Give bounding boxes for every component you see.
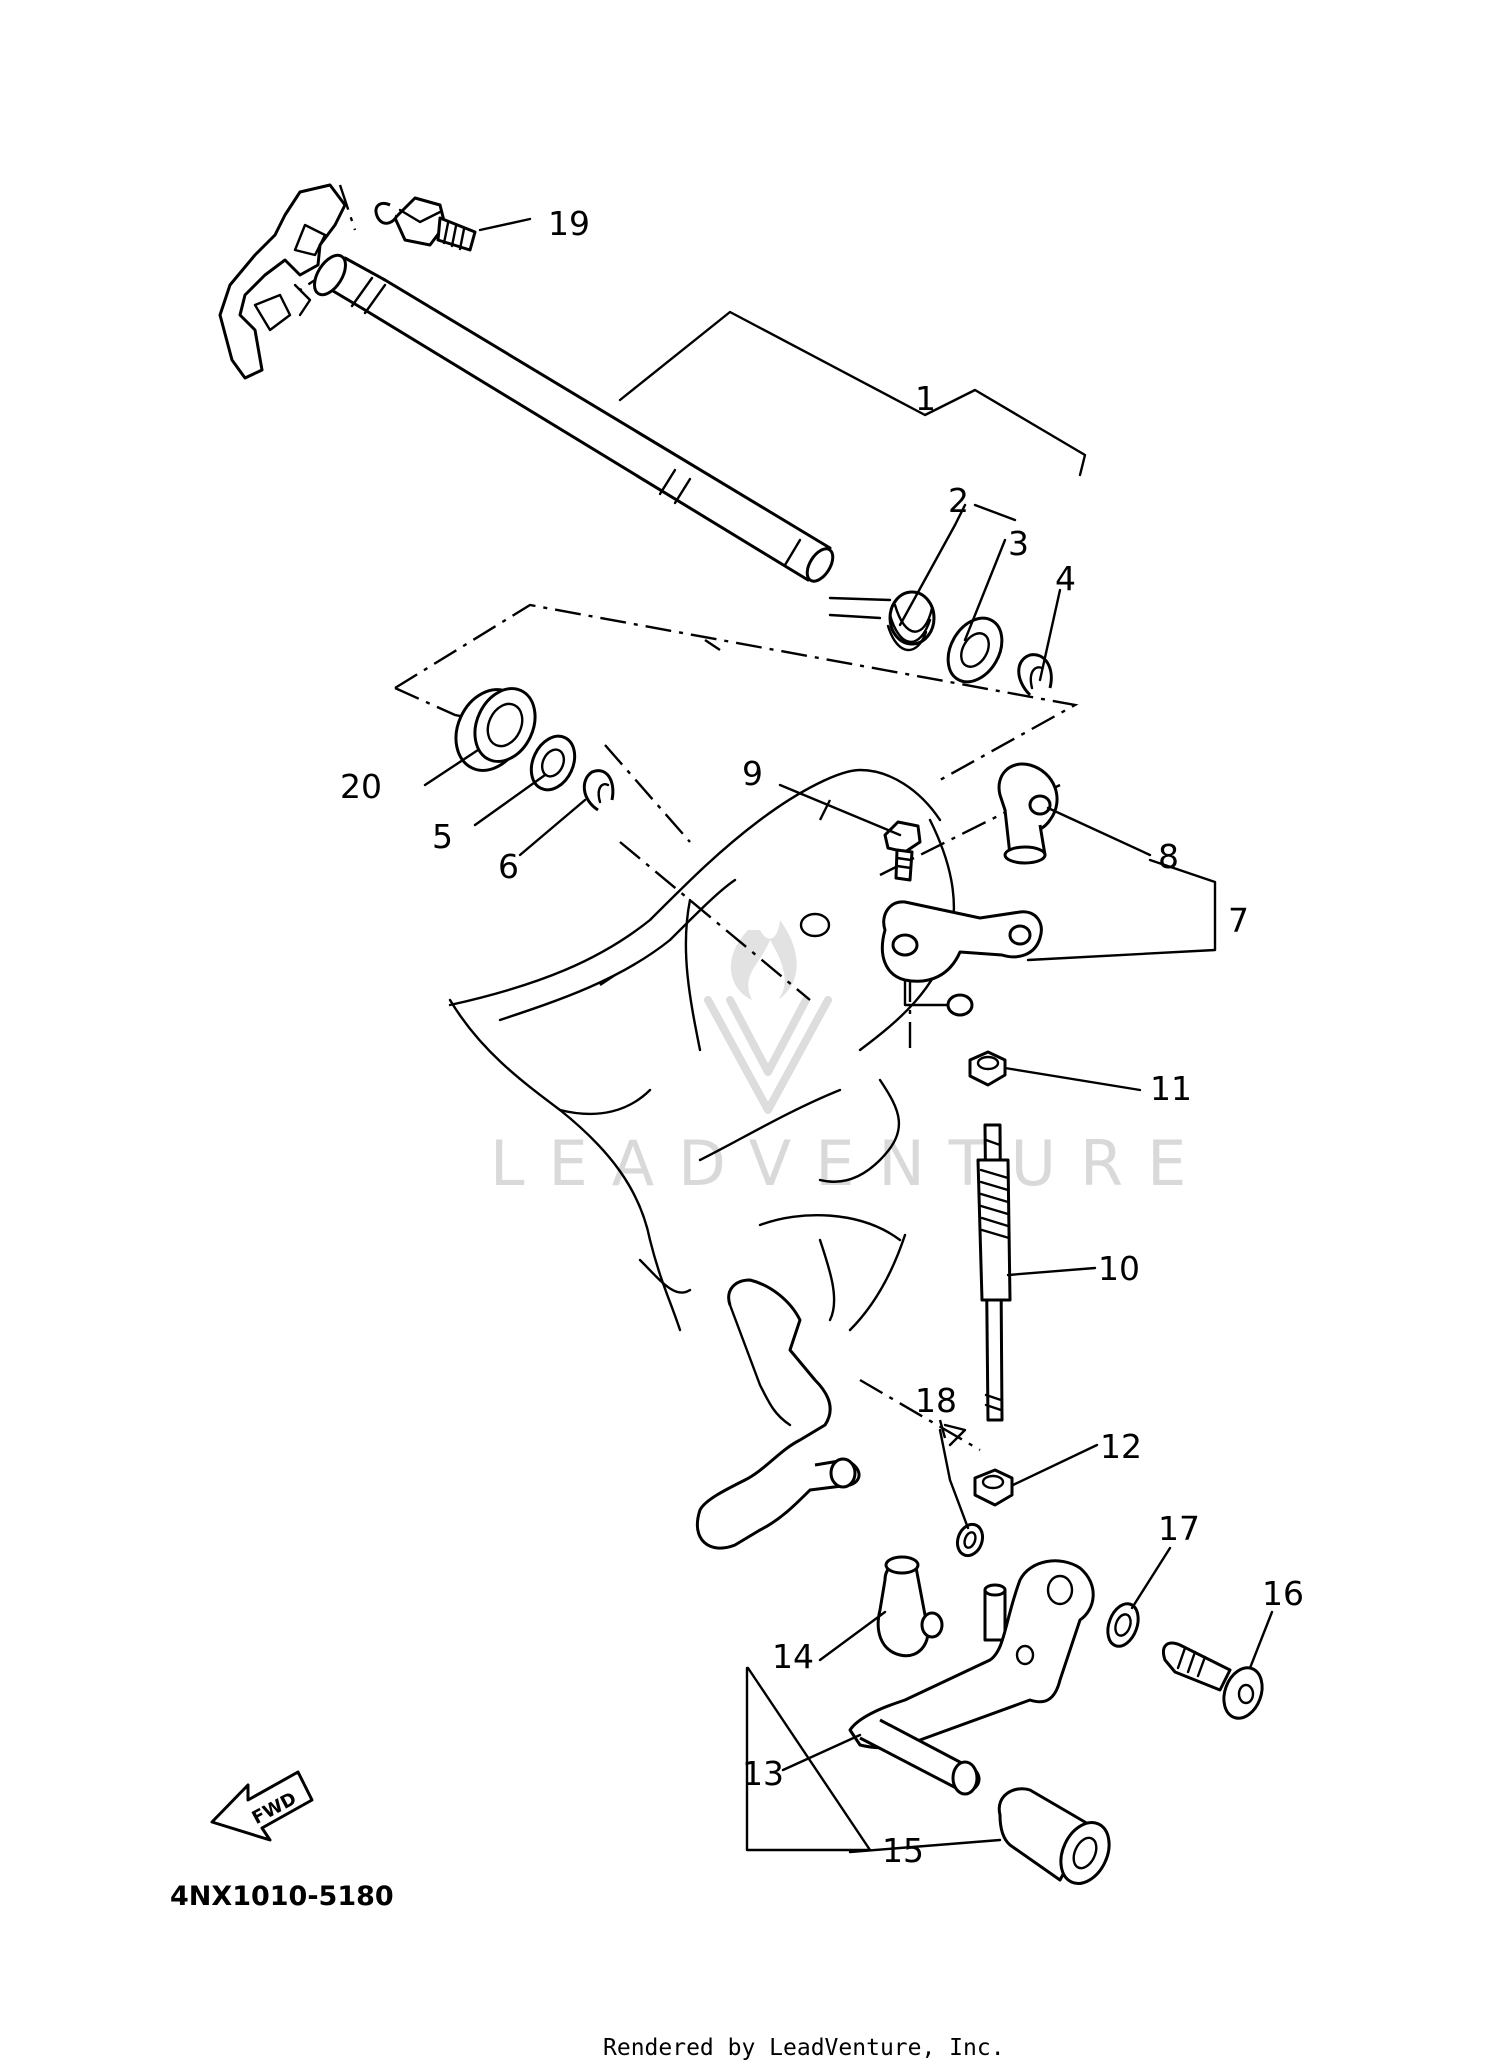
callout-1: 1: [915, 379, 936, 418]
shift-shaft-1: [313, 253, 835, 583]
circlip-6: [582, 769, 615, 812]
callout-numbers: 1 2 3 4 5 6 7 8 9 10 11 12 13 14 15 16 1…: [340, 204, 1304, 1870]
callout-4: 4: [1055, 559, 1076, 598]
shift-drum-segment: [218, 183, 347, 380]
pedal-rubber-15: [997, 1787, 1111, 1885]
shift-arm-7: [799, 900, 1043, 1017]
callout-16: 16: [1262, 1574, 1304, 1613]
joint-8: [997, 762, 1059, 865]
callout-9: 9: [742, 754, 763, 793]
callout-6: 6: [498, 847, 519, 886]
callout-20: 20: [340, 767, 382, 806]
leader-lines: [423, 217, 1274, 1854]
shift-pedal-13: [848, 1559, 1095, 1796]
callout-11: 11: [1150, 1069, 1192, 1108]
pivot-bolt-16: [1162, 1641, 1264, 1720]
callout-8: 8: [1158, 837, 1179, 876]
callout-2: 2: [948, 481, 969, 520]
nut-11: [968, 1050, 1007, 1087]
forward-arrow-icon: FWD: [210, 1770, 314, 1842]
bolt-9: [883, 820, 922, 882]
nut-12: [973, 1468, 1014, 1507]
callout-3: 3: [1008, 524, 1029, 563]
footrest-bracket: [695, 1278, 861, 1550]
washer-3: [946, 616, 1004, 684]
assembly-guide-lines: [299, 184, 1079, 1452]
washer-18: [955, 1522, 985, 1558]
callout-14: 14: [772, 1637, 814, 1676]
oil-seal-20: [454, 687, 537, 772]
bolt-19: [374, 196, 477, 252]
callout-10: 10: [1098, 1249, 1140, 1288]
joint-14: [876, 1555, 944, 1658]
return-spring-2: [828, 590, 936, 652]
engine-case-outline: [448, 768, 956, 1332]
watermark: LEADVENTURE: [490, 920, 1210, 1200]
callout-12: 12: [1100, 1427, 1142, 1466]
callout-13: 13: [742, 1754, 784, 1793]
render-credit: Rendered by LeadVenture, Inc.: [603, 2035, 1005, 2061]
callout-15: 15: [882, 1831, 924, 1870]
washer-17: [1106, 1602, 1140, 1648]
shift-rod-10: [976, 1123, 1012, 1422]
callout-17: 17: [1158, 1509, 1200, 1548]
callout-5: 5: [432, 817, 453, 856]
callout-7: 7: [1228, 901, 1249, 940]
part-code: 4NX1010-5180: [170, 1881, 394, 1912]
callout-19: 19: [548, 204, 590, 243]
circlip-4: [1017, 653, 1053, 697]
watermark-text: LEADVENTURE: [490, 1127, 1210, 1200]
washer-5: [529, 734, 577, 792]
callout-18: 18: [915, 1381, 957, 1420]
